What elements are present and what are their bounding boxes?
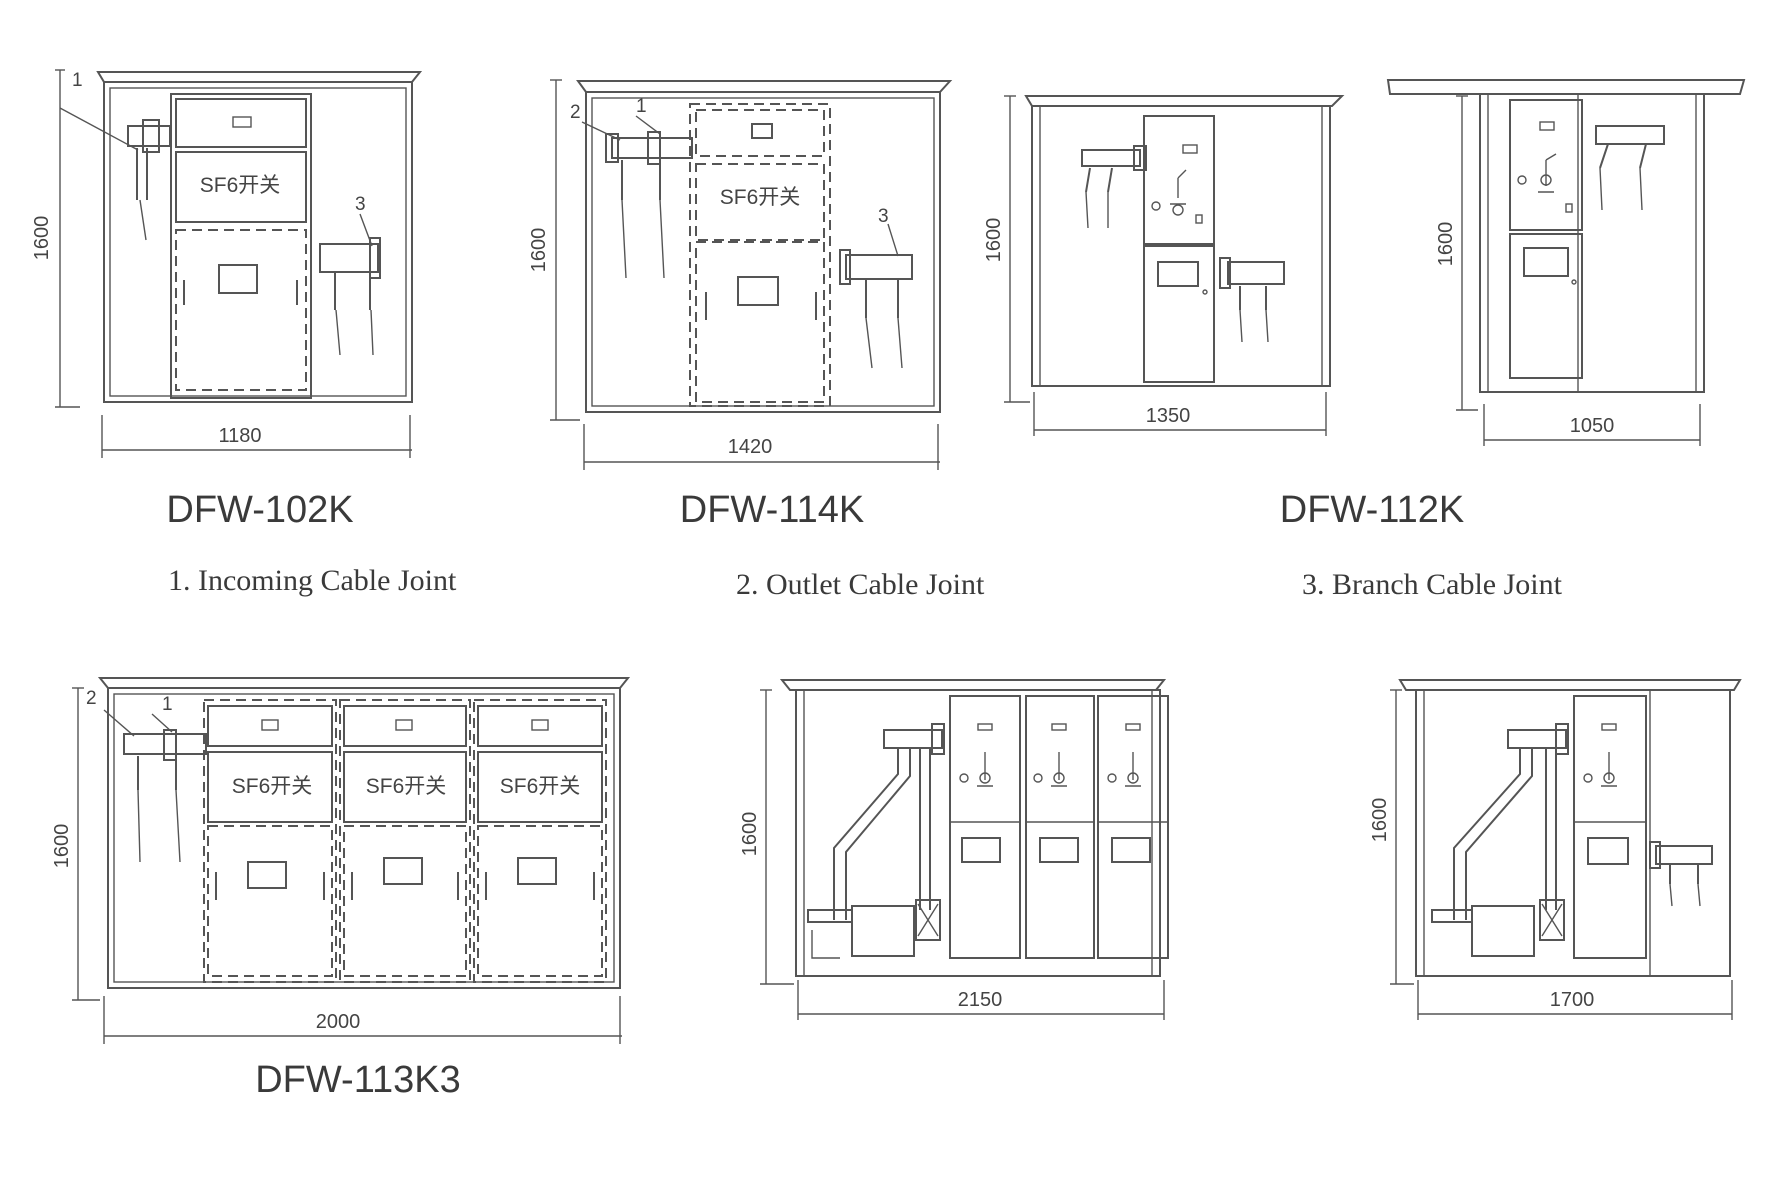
- switch-label: SF6开关: [232, 775, 313, 798]
- window-icon: [1523, 247, 1569, 277]
- drawing-dfw-112k-side: 1600 1050: [1386, 79, 1746, 446]
- switch-label: SF6开关: [366, 775, 447, 798]
- width-dimension: 1180: [218, 425, 261, 447]
- indicator-icon: [1125, 723, 1141, 731]
- drawing-cabinet-2150: 1600 2150: [739, 679, 1169, 1020]
- indicator-icon: [395, 719, 413, 731]
- indicator-icon: [1539, 121, 1555, 131]
- width-dimension: 2150: [958, 989, 1003, 1011]
- callout-1: 1: [636, 96, 647, 117]
- drawing-dfw-102k: SF6开关 1 3 1600 1180: [31, 69, 423, 458]
- model-label-dfw-113k3: DFW-113K3: [255, 1059, 461, 1101]
- callout-3: 3: [878, 206, 889, 227]
- switch-label: SF6开关: [500, 775, 581, 798]
- indicator-icon: [977, 723, 993, 731]
- indicator-icon: [1051, 723, 1067, 731]
- indicator-icon: [232, 116, 252, 128]
- window-icon: [218, 264, 258, 294]
- height-dimension: 1600: [51, 824, 73, 869]
- indicator-icon: [1601, 723, 1617, 731]
- callout-2: 2: [86, 688, 97, 709]
- switch-bay-1: SF6开关: [203, 699, 337, 983]
- switch-bay-3: SF6开关: [473, 699, 607, 983]
- drawing-dfw-114k: SF6开关 2 1 3 1600 1420: [528, 79, 953, 470]
- switch-label: SF6开关: [200, 174, 281, 197]
- callout-2: 2: [570, 102, 581, 123]
- height-dimension: 1600: [31, 216, 53, 261]
- height-dimension: 1600: [1435, 222, 1457, 267]
- drawing-cabinet-1700: 1600 1700: [1369, 679, 1742, 1020]
- height-dimension: 1600: [528, 228, 550, 273]
- switch-bay-2: SF6开关: [339, 699, 471, 983]
- height-dimension: 1600: [983, 218, 1005, 263]
- indicator-icon: [751, 123, 773, 139]
- legend-branch-cable-joint: 3. Branch Cable Joint: [1302, 568, 1563, 601]
- legend-incoming-cable-joint: 1. Incoming Cable Joint: [168, 564, 457, 597]
- window-icon: [517, 857, 557, 885]
- indicator-icon: [1182, 144, 1198, 154]
- width-dimension: 1350: [1146, 405, 1191, 427]
- legend-outlet-cable-joint: 2. Outlet Cable Joint: [736, 568, 985, 601]
- window-icon: [737, 276, 779, 306]
- width-dimension: 1050: [1570, 415, 1615, 437]
- drawing-dfw-113k3: SF6开关 SF6开关 SF6开关: [51, 677, 631, 1044]
- height-dimension: 1600: [739, 812, 761, 857]
- window-icon: [1039, 837, 1079, 863]
- callout-3: 3: [355, 194, 366, 215]
- window-icon: [1157, 261, 1199, 287]
- window-icon: [1587, 837, 1629, 865]
- drawing-dfw-112k-front: 1600 1350: [983, 95, 1345, 436]
- callout-1: 1: [72, 70, 83, 91]
- model-label-dfw-102k: DFW-102K: [166, 489, 353, 531]
- window-icon: [383, 857, 423, 885]
- window-icon: [1111, 837, 1151, 863]
- switch-label: SF6开关: [720, 186, 801, 209]
- width-dimension: 1420: [728, 436, 773, 458]
- indicator-icon: [531, 719, 549, 731]
- window-icon: [247, 861, 287, 889]
- model-label-dfw-114k: DFW-114K: [680, 489, 864, 531]
- height-dimension: 1600: [1369, 798, 1391, 843]
- indicator-icon: [261, 719, 279, 731]
- callout-1: 1: [162, 694, 173, 715]
- width-dimension: 1700: [1550, 989, 1595, 1011]
- width-dimension: 2000: [316, 1011, 361, 1033]
- model-label-dfw-112k: DFW-112K: [1280, 489, 1464, 531]
- window-icon: [961, 837, 1001, 863]
